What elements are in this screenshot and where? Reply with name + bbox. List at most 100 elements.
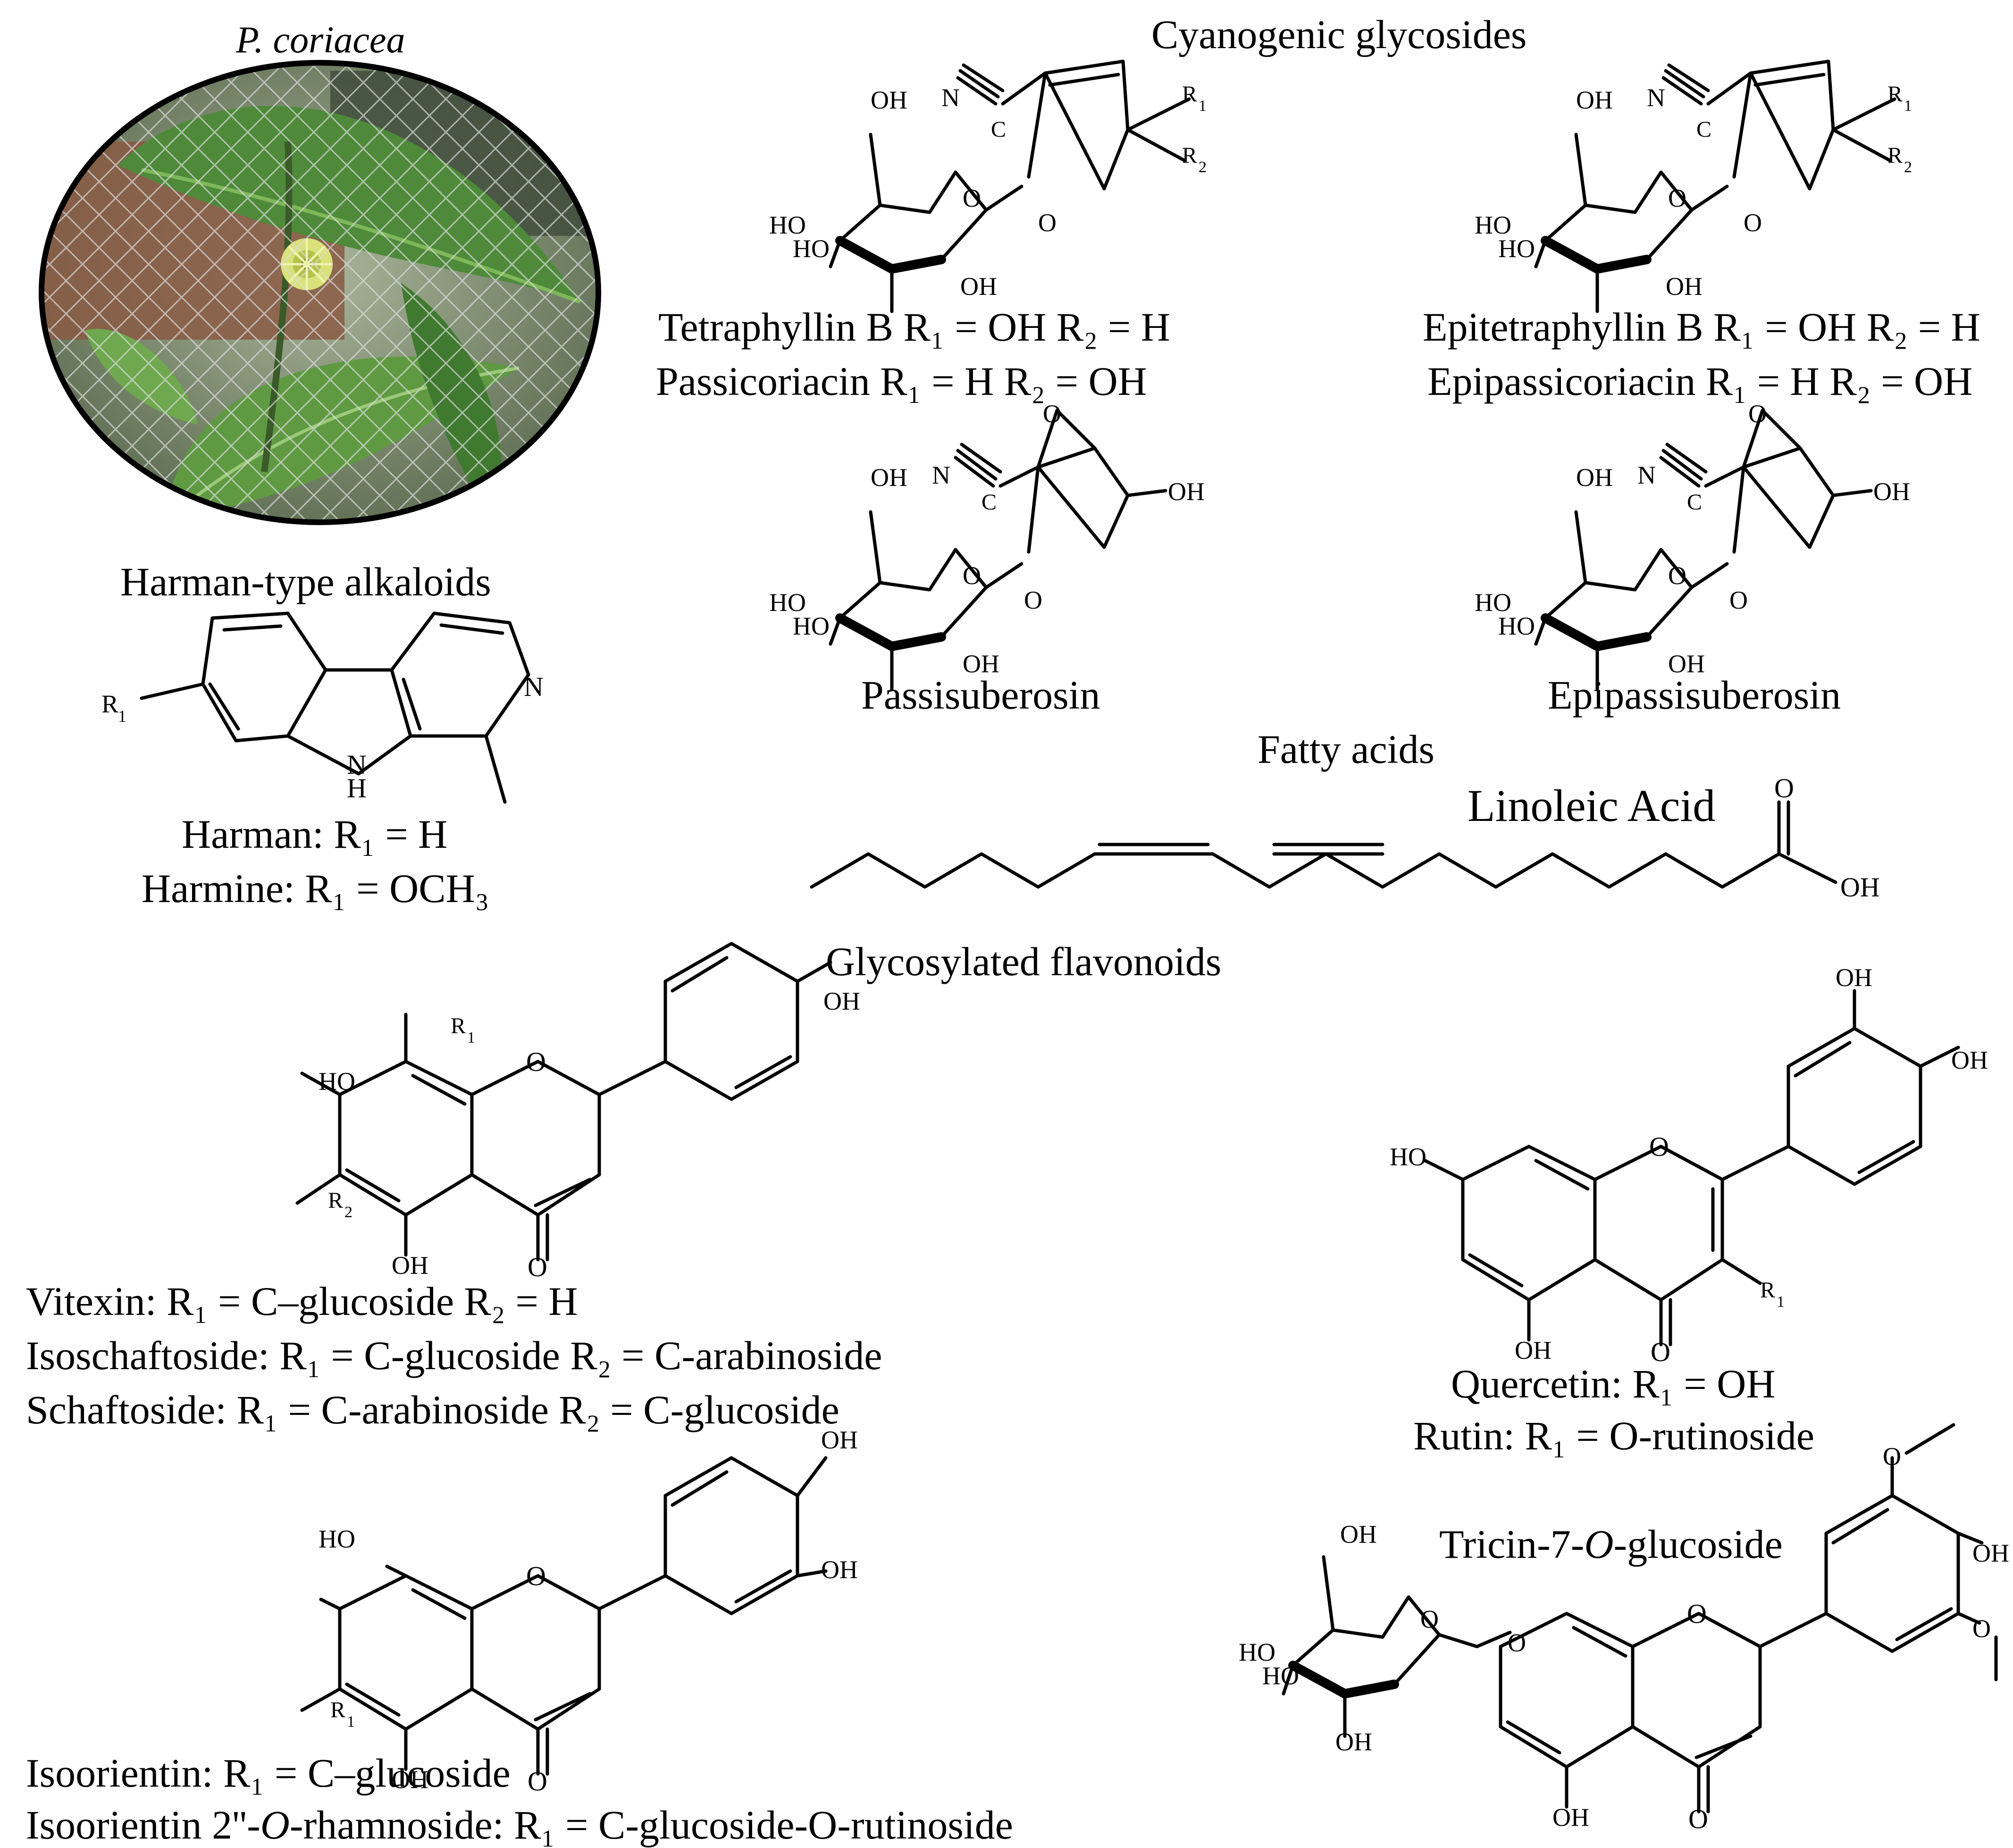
svg-text:C: C bbox=[1696, 117, 1711, 142]
svg-text:R: R bbox=[1760, 1278, 1775, 1303]
svg-text:R: R bbox=[330, 1697, 345, 1723]
atoms-vitexin: O OH HO O OH R 1 R 2 bbox=[319, 987, 860, 1282]
tricin-suffix: -glucoside bbox=[1613, 1522, 1783, 1567]
structure-epipassisuberosin bbox=[1534, 409, 1873, 691]
structure-quercetin bbox=[1423, 989, 1960, 1346]
svg-text:O: O bbox=[1729, 586, 1748, 614]
svg-text:O: O bbox=[1748, 400, 1767, 428]
svg-text:OH: OH bbox=[392, 1765, 428, 1794]
atoms-tetraphyllin-b: OH HO HO O O OH N C R 1 R 2 bbox=[769, 82, 1207, 301]
svg-text:N: N bbox=[1637, 461, 1656, 489]
svg-text:HO: HO bbox=[319, 1067, 355, 1095]
label-tricin-7-o-glucoside: Tricin-7-O-glucoside bbox=[1439, 1524, 1783, 1564]
svg-text:O: O bbox=[1883, 1442, 1901, 1471]
structure-harman bbox=[140, 611, 530, 804]
svg-text:HO: HO bbox=[793, 234, 830, 263]
svg-text:N: N bbox=[1647, 84, 1665, 112]
atoms-tricin-7-o-glucoside: OH HO HO O OH O O O OH O OH O bbox=[1239, 1442, 2009, 1834]
label-epitetraphyllin-b: Epitetraphyllin B R₁ = OH R₂ = H bbox=[1423, 304, 1980, 350]
svg-text:O: O bbox=[1649, 1131, 1669, 1162]
section-harman-title: Harman-type alkaloids bbox=[120, 559, 491, 604]
svg-text:HO: HO bbox=[793, 612, 830, 640]
structure-linoleic-acid bbox=[810, 800, 1837, 889]
svg-text:O: O bbox=[1420, 1605, 1439, 1633]
structure-epitetraphyllin-b bbox=[1534, 59, 1896, 313]
isoorientin-rham-b: -rhamnoside: R₁ = C-glucoside-O-rutinosi… bbox=[289, 1802, 1013, 1848]
section-flavonoids-title: Glycosylated flavonoids bbox=[826, 939, 1222, 984]
label-linoleic-acid: Linoleic Acid bbox=[1468, 780, 1716, 831]
label-isoschaftoside: Isoschaftoside: R₁ = C-glucoside R₂ = C-… bbox=[26, 1333, 882, 1378]
svg-text:OH: OH bbox=[392, 1251, 428, 1279]
atoms-quercetin: O OH OH HO O OH R 1 bbox=[1390, 963, 1988, 1367]
svg-text:OH: OH bbox=[1168, 477, 1205, 506]
tricin-o: O bbox=[1584, 1522, 1614, 1567]
svg-text:HO: HO bbox=[1239, 1638, 1275, 1666]
svg-text:N: N bbox=[932, 461, 950, 489]
svg-text:O: O bbox=[528, 1252, 547, 1282]
svg-text:2: 2 bbox=[1199, 159, 1207, 176]
svg-text:OH: OH bbox=[1552, 1803, 1589, 1831]
svg-text:O: O bbox=[526, 1046, 546, 1077]
svg-text:O: O bbox=[1038, 209, 1057, 237]
label-quercetin: Quercetin: R₁ = OH bbox=[1451, 1361, 1776, 1406]
svg-text:HO: HO bbox=[1262, 1662, 1299, 1690]
svg-text:1: 1 bbox=[1904, 97, 1912, 115]
svg-text:O: O bbox=[963, 184, 981, 212]
photo-caption: P. coriacea bbox=[236, 19, 405, 61]
svg-text:O: O bbox=[1651, 1337, 1670, 1367]
svg-text:N: N bbox=[941, 84, 960, 112]
svg-text:OH: OH bbox=[821, 1426, 858, 1454]
label-harmine: Harmine: R₁ = OCH₃ bbox=[142, 866, 489, 911]
isoorientin-rham-o: O bbox=[260, 1802, 290, 1848]
svg-text:O: O bbox=[1668, 561, 1686, 590]
svg-text:C: C bbox=[1687, 490, 1702, 515]
svg-text:O: O bbox=[1687, 1598, 1707, 1629]
svg-text:OH: OH bbox=[1951, 1046, 1988, 1074]
svg-text:OH: OH bbox=[1340, 1520, 1377, 1548]
structure-passisuberosin bbox=[829, 409, 1167, 691]
svg-text:OH: OH bbox=[1840, 872, 1880, 903]
atoms-epipassisuberosin: OH HO HO O O OH N C O OH bbox=[1475, 400, 1910, 678]
structure-vitexin bbox=[295, 942, 832, 1262]
svg-text:HO: HO bbox=[1498, 612, 1535, 640]
svg-text:O: O bbox=[526, 1561, 546, 1591]
svg-text:N: N bbox=[347, 749, 367, 780]
svg-text:OH: OH bbox=[1335, 1728, 1372, 1756]
svg-text:O: O bbox=[1744, 209, 1762, 237]
svg-text:N: N bbox=[524, 671, 544, 702]
structure-tetraphyllin-b bbox=[829, 59, 1191, 313]
isoorientin-rham-a: Isoorientin 2''- bbox=[26, 1802, 260, 1848]
svg-text:HO: HO bbox=[1390, 1143, 1426, 1171]
svg-text:OH: OH bbox=[963, 650, 999, 678]
atoms-harman: N N H R 1 bbox=[101, 671, 544, 803]
svg-text:OH: OH bbox=[1836, 963, 1872, 992]
label-isoorientin-rhamnoside: Isoorientin 2''-O-rhamnoside: R₁ = C-glu… bbox=[26, 1805, 1013, 1845]
svg-text:O: O bbox=[1043, 400, 1061, 428]
label-isoorientin: Isoorientin: R₁ = C–glucoside bbox=[26, 1750, 511, 1796]
svg-text:O: O bbox=[1774, 773, 1794, 803]
svg-text:OH: OH bbox=[1873, 477, 1910, 506]
structure-isoorientin bbox=[300, 1456, 828, 1776]
svg-text:OH: OH bbox=[871, 86, 907, 114]
svg-text:OH: OH bbox=[1666, 272, 1703, 301]
svg-text:R: R bbox=[451, 1013, 466, 1038]
label-tetraphyllin-b: Tetraphyllin B R₁ = OH R₂ = H bbox=[658, 304, 1170, 350]
svg-text:O: O bbox=[1688, 1804, 1708, 1834]
svg-text:H: H bbox=[347, 773, 367, 803]
svg-text:HO: HO bbox=[1498, 234, 1535, 263]
svg-text:1: 1 bbox=[118, 707, 126, 726]
svg-text:OH: OH bbox=[1576, 86, 1613, 114]
label-harman: Harman: R₁ = H bbox=[182, 811, 448, 857]
label-vitexin: Vitexin: R₁ = C–glucoside R₂ = H bbox=[26, 1279, 578, 1324]
svg-text:OH: OH bbox=[1668, 650, 1705, 678]
svg-text:R: R bbox=[1182, 82, 1197, 107]
svg-text:1: 1 bbox=[347, 1713, 355, 1731]
svg-text:R: R bbox=[101, 690, 118, 718]
structure-tricin-7-o-glucoside bbox=[1282, 1423, 1998, 1814]
label-epipassicoriacin: Epipassicoriacin R₁ = H R₂ = OH bbox=[1427, 359, 1973, 404]
label-passisuberosin: Passisuberosin bbox=[861, 672, 1100, 718]
svg-text:OH: OH bbox=[1576, 463, 1613, 492]
svg-text:C: C bbox=[981, 490, 997, 515]
photo-frame bbox=[39, 60, 601, 525]
svg-text:R: R bbox=[1887, 82, 1903, 107]
